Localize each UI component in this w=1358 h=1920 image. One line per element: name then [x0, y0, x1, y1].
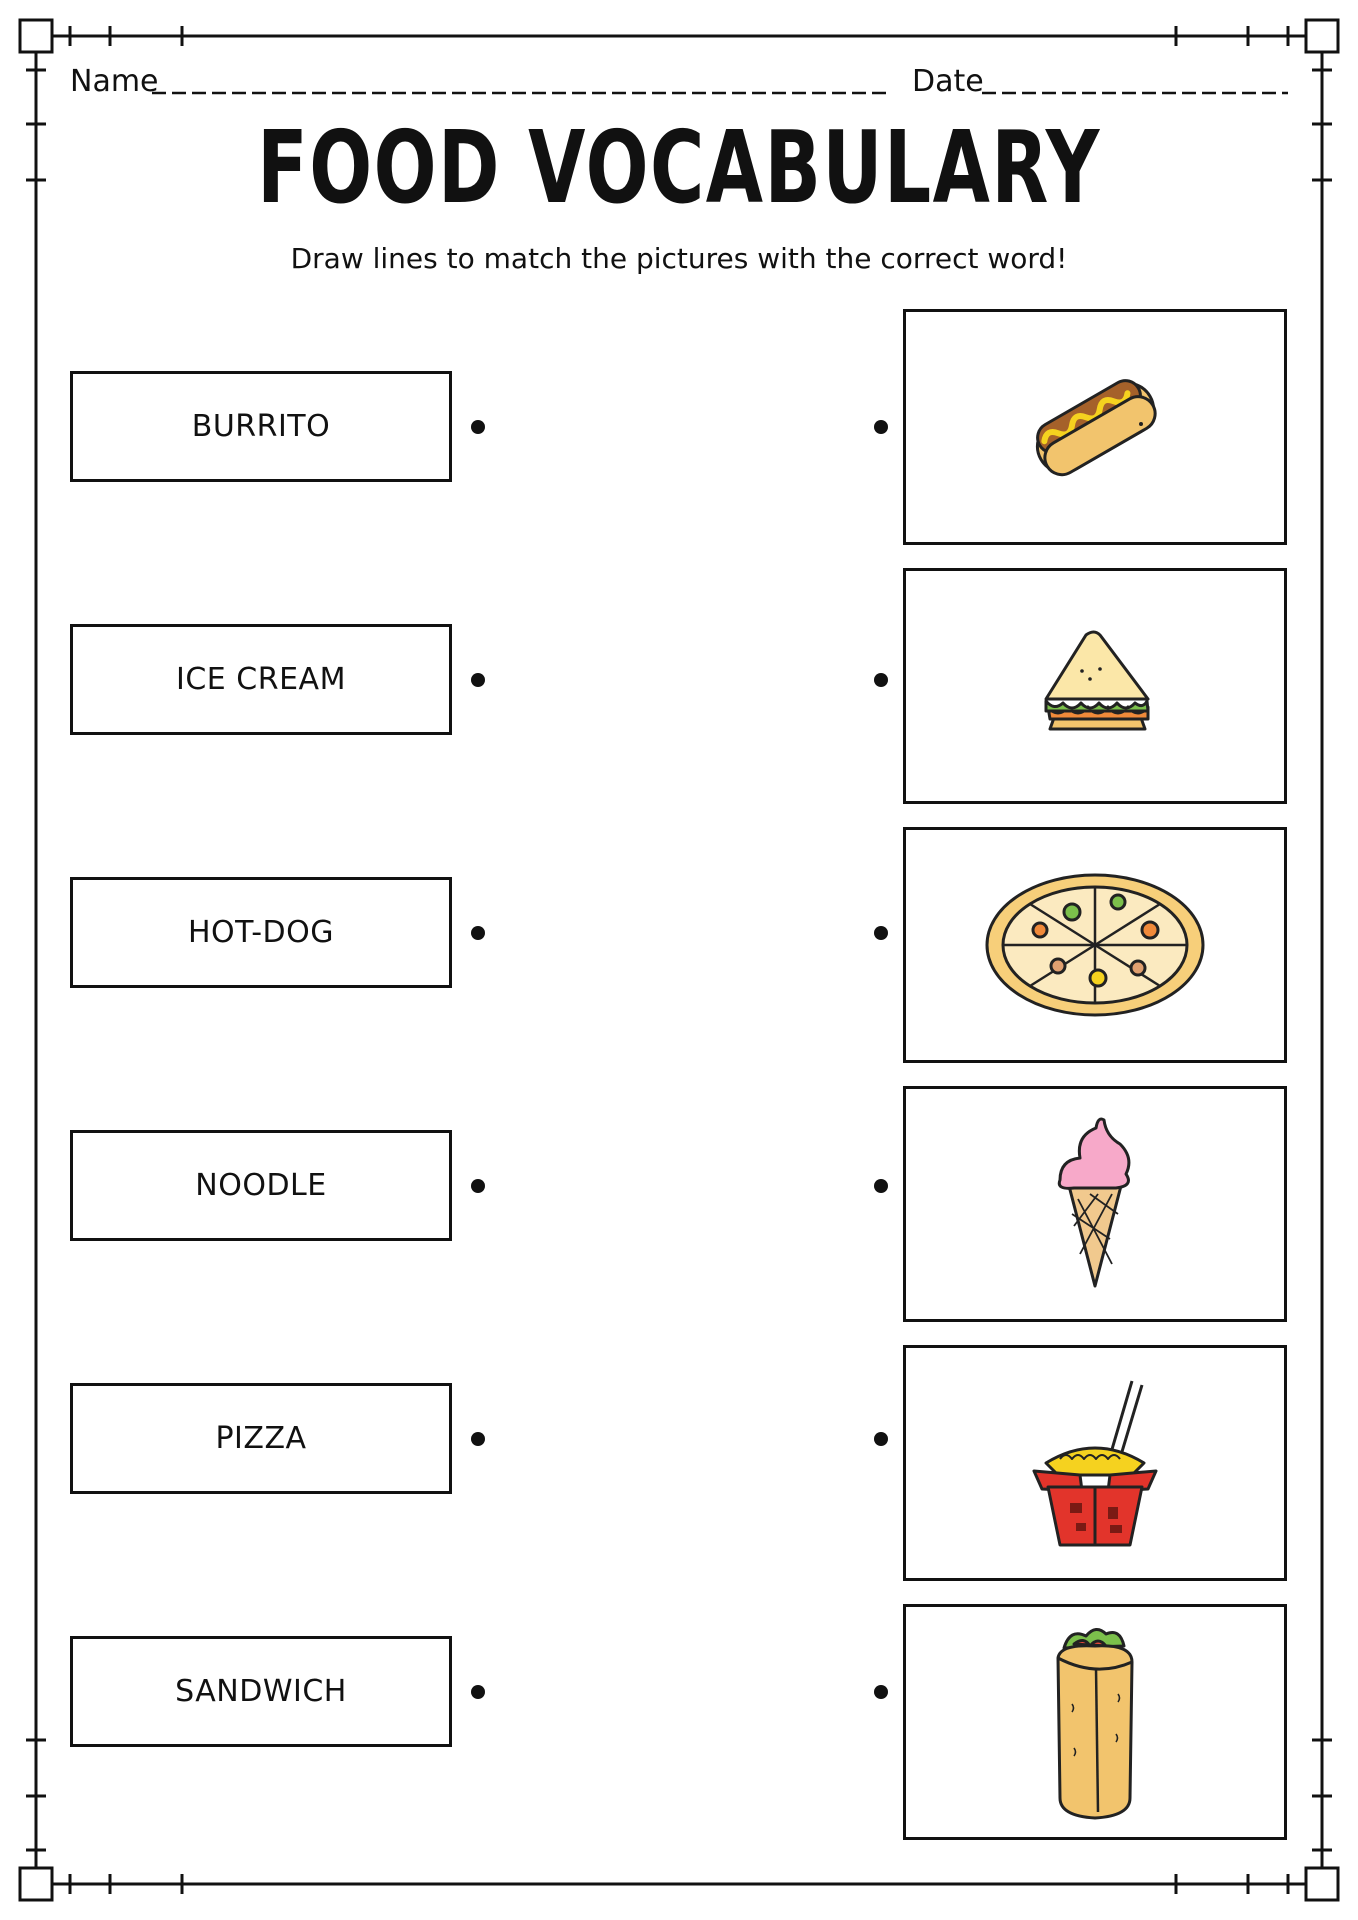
word-dot[interactable] [471, 673, 485, 687]
burrito-icon [1056, 1628, 1134, 1820]
worksheet-title: FOOD VOCABULARY [257, 109, 1101, 226]
word-label: SANDWICH [175, 1674, 347, 1709]
word-dot[interactable] [471, 1179, 485, 1193]
picture-box-1 [903, 309, 1287, 545]
date-label: Date [912, 64, 984, 99]
picture-dot[interactable] [874, 1432, 888, 1446]
picture-box-4 [903, 1086, 1287, 1322]
picture-box-3 [903, 827, 1287, 1063]
picture-dot[interactable] [874, 926, 888, 940]
word-box-pizza: PIZZA [70, 1383, 452, 1494]
picture-dot[interactable] [874, 673, 888, 687]
picture-box-2 [903, 568, 1287, 804]
word-box-sandwich: SANDWICH [70, 1636, 452, 1747]
word-label: PIZZA [215, 1421, 307, 1456]
word-label: ICE CREAM [176, 662, 346, 697]
word-box-ice-cream: ICE CREAM [70, 624, 452, 735]
hot-dog-icon [1035, 379, 1157, 477]
noodle-box-icon [1032, 1380, 1158, 1547]
ice-cream-icon [1057, 1117, 1131, 1288]
picture-box-5 [903, 1345, 1287, 1581]
word-box-burrito: BURRITO [70, 371, 452, 482]
word-dot[interactable] [471, 1432, 485, 1446]
word-dot[interactable] [471, 926, 485, 940]
word-label: BURRITO [191, 409, 331, 444]
sandwich-icon [1044, 630, 1150, 731]
word-box-noodle: NOODLE [70, 1130, 452, 1241]
word-box-hot-dog: HOT-DOG [70, 877, 452, 988]
picture-dot[interactable] [874, 1179, 888, 1193]
worksheet-instructions: Draw lines to match the pictures with th… [290, 242, 1068, 275]
word-dot[interactable] [471, 420, 485, 434]
picture-box-6 [903, 1604, 1287, 1840]
picture-dot[interactable] [874, 1685, 888, 1699]
picture-dot[interactable] [874, 420, 888, 434]
pizza-icon [985, 873, 1205, 1017]
word-label: HOT-DOG [187, 915, 335, 950]
name-label: Name [70, 64, 159, 99]
word-dot[interactable] [471, 1685, 485, 1699]
word-label: NOODLE [195, 1168, 327, 1203]
